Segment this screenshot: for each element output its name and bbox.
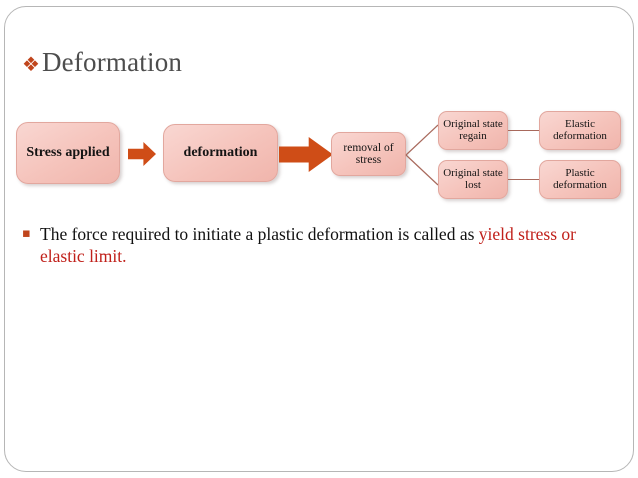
arrow-right-icon-small — [128, 142, 156, 166]
flow-box-elastic-deformation: Elastic deformation — [539, 111, 621, 150]
arrow-right-icon-large — [279, 137, 333, 172]
body-text-highlight: yield stress or elastic limit. — [40, 224, 577, 266]
body-bullet-item: ▪ The force required to initiate a plast… — [22, 223, 622, 267]
diamond-bullet-icon: ❖ — [22, 52, 40, 76]
page-title-text: Deformation — [41, 47, 183, 77]
body-text: The force required to initiate a plastic… — [40, 223, 622, 267]
page-title: ❖ Deformation — [22, 47, 182, 78]
branch-connector-lines — [405, 124, 439, 186]
flow-box-original-state-regain: Original state regain — [438, 111, 508, 150]
body-text-plain: The force required to initiate a plastic… — [40, 224, 479, 244]
flow-box-original-state-lost: Original state lost — [438, 160, 508, 199]
flow-box-stress-applied: Stress applied — [16, 122, 120, 184]
flow-box-removal-of-stress: removal of stress — [331, 132, 406, 176]
connector-lost-to-plastic — [508, 179, 539, 180]
connector-regain-to-elastic — [508, 130, 539, 131]
square-bullet-icon: ▪ — [22, 226, 31, 241]
flow-box-deformation: deformation — [163, 124, 278, 182]
flow-box-plastic-deformation: Plastic deformation — [539, 160, 621, 199]
